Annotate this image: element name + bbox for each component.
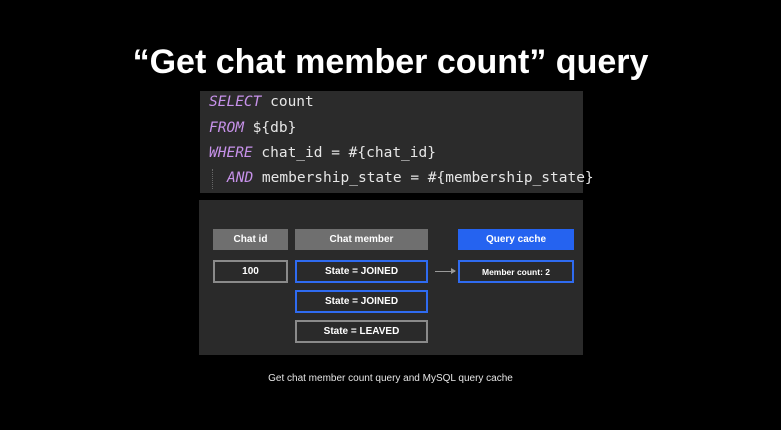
arrow-to-cache bbox=[435, 268, 456, 274]
chat-id-value: 100 bbox=[213, 260, 288, 283]
code-line-where: WHERE chat_id = #{chat_id} bbox=[209, 143, 436, 163]
slide-title: “Get chat member count” query bbox=[132, 43, 649, 81]
code-where-rest: chat_id = #{chat_id} bbox=[252, 145, 436, 161]
keyword-select: SELECT bbox=[209, 94, 262, 110]
header-query-cache: Query cache bbox=[458, 229, 574, 250]
keyword-from: FROM bbox=[209, 120, 244, 136]
query-cache-diagram: Chat id Chat member Query cache 100 Stat… bbox=[199, 200, 583, 355]
code-line-from: FROM ${db} bbox=[209, 118, 296, 138]
keyword-where: WHERE bbox=[209, 145, 253, 161]
member-row-3: State = LEAVED bbox=[295, 320, 428, 343]
member-row-1: State = JOINED bbox=[295, 260, 428, 283]
keyword-and: AND bbox=[227, 170, 254, 186]
member-row-2: State = JOINED bbox=[295, 290, 428, 313]
code-line-select: SELECT count bbox=[209, 92, 314, 112]
code-select-rest: count bbox=[261, 94, 314, 110]
figure-caption: Get chat member count query and MySQL qu… bbox=[268, 373, 513, 384]
code-line-and: AND membership_state = #{membership_stat… bbox=[227, 168, 594, 188]
code-and-rest: membership_state = #{membership_state} bbox=[253, 170, 594, 186]
cache-value: Member count: 2 bbox=[458, 260, 574, 283]
header-chat-id: Chat id bbox=[213, 229, 288, 250]
sql-code-block: SELECT count FROM ${db} WHERE chat_id = … bbox=[200, 91, 594, 193]
indent-guide bbox=[212, 169, 214, 189]
code-from-rest: ${db} bbox=[243, 120, 297, 136]
header-chat-member: Chat member bbox=[295, 229, 428, 250]
